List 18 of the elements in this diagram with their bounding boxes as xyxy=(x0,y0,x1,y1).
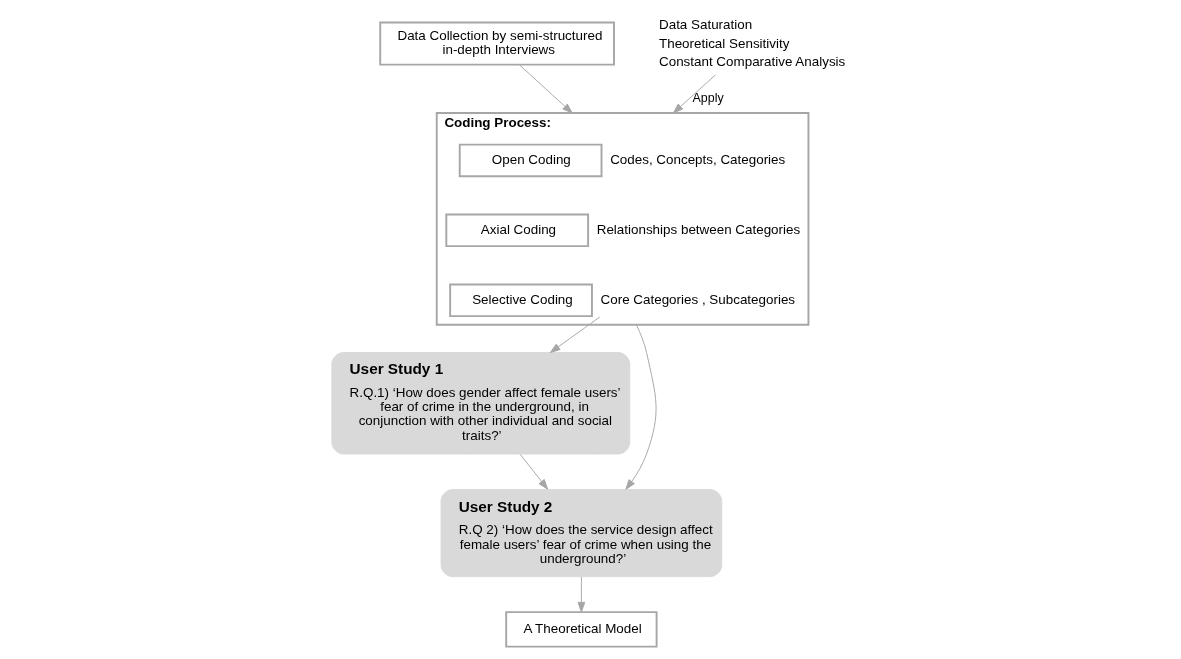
arrow xyxy=(549,316,601,353)
node-label: Relationships between Categories xyxy=(596,221,801,237)
node-text: Data Saturation Theoretical Sensitivity Constant Comparative Analysis xyxy=(659,17,846,69)
node-box: Axial Coding xyxy=(445,213,590,248)
node-box: Data Collection by semi-structured in-depth Interviews xyxy=(379,21,615,66)
node-box: Selective Coding xyxy=(449,283,593,318)
node-label: Codes, Concepts, Categories xyxy=(610,151,786,167)
edge-label: Apply xyxy=(692,90,724,105)
arrow xyxy=(625,324,657,490)
node-box: Open Coding xyxy=(458,143,603,178)
node-box: A Theoretical Model xyxy=(505,611,658,648)
node-box: User Study 2 R.Q 2) ‘How does the service design affect female users’ fear of crime when using the underground?’ xyxy=(440,489,723,578)
arrow xyxy=(519,453,549,490)
node-label: Core Categories , Subcategories xyxy=(600,291,796,307)
node-box: User Study 1 R.Q.1) ‘How does gender affect female users’ fear of crime in the underground, in conjunction with other individual and social traits?’ xyxy=(331,352,631,455)
arrow xyxy=(672,74,716,114)
arrow xyxy=(518,64,573,114)
arrow xyxy=(577,576,586,613)
